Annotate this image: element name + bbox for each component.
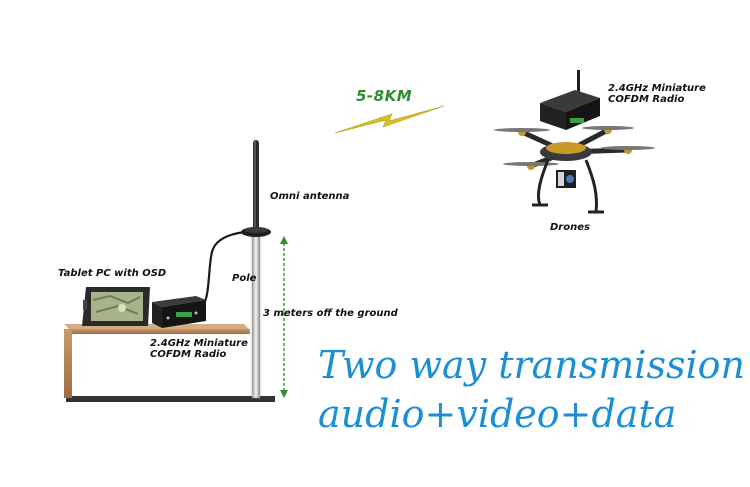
ground-line	[66, 396, 275, 402]
omni-antenna-label: Omni antenna	[270, 191, 350, 202]
height-marker	[280, 236, 288, 398]
tablet-pc	[82, 287, 150, 326]
ground-radio-box	[152, 296, 206, 328]
drone	[494, 126, 655, 214]
ground-radio-label: 2.4GHz Miniature COFDM Radio	[150, 338, 248, 360]
headline-line-1: Two way transmission	[318, 343, 745, 387]
drone-radio-box	[540, 70, 600, 130]
table	[64, 324, 250, 398]
omni-antenna	[241, 140, 271, 237]
height-label: 3 meters off the ground	[263, 308, 398, 319]
pole-label: Pole	[232, 273, 257, 284]
headline-line-2: audio+video+data	[318, 392, 677, 436]
drone-radio-label: 2.4GHz Miniature COFDM Radio	[608, 83, 706, 105]
antenna-cable	[202, 230, 251, 306]
range-label: 5-8KM	[356, 87, 413, 105]
drones-label: Drones	[550, 222, 590, 233]
pole	[251, 235, 261, 399]
tablet-label: Tablet PC with OSD	[58, 268, 167, 279]
lightning-bolt	[334, 105, 445, 134]
